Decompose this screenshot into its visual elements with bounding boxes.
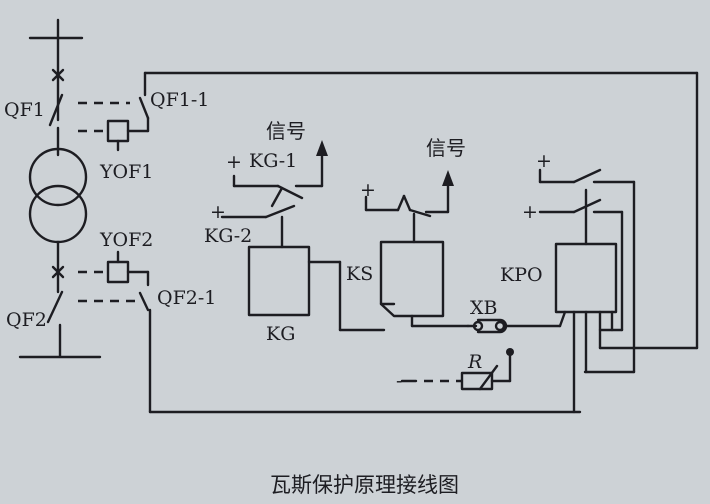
qf1-1-contact (126, 71, 699, 350)
label-ks: KS (346, 263, 373, 285)
label-qf1: QF1 (4, 99, 45, 121)
kpo-contact-1 (538, 168, 636, 374)
kpo-contact-2 (538, 188, 624, 332)
plus-kg-2: + (210, 201, 226, 223)
label-kg: KG (266, 323, 295, 345)
resistor-r (400, 348, 514, 391)
primary-circuit (18, 18, 102, 359)
label-yof2: YOF2 (99, 229, 153, 251)
transformer-winding-1 (28, 147, 88, 207)
label-kg-2: KG-2 (204, 225, 252, 247)
yof2-coil (106, 250, 130, 284)
qf2-breaker (46, 265, 65, 358)
label-xb: XB (470, 297, 498, 319)
minus-r: - (396, 370, 402, 392)
ks-signal-contact (364, 170, 454, 244)
kg-2-contact (220, 186, 296, 249)
transformer-winding-2 (28, 184, 88, 244)
label-yof1: YOF1 (99, 161, 153, 183)
diagram-caption: 瓦斯保护原理接线图 (270, 473, 459, 497)
signal-arrow-2 (442, 170, 454, 186)
kg-relay-box (247, 245, 311, 317)
ks-relay-box (379, 240, 445, 318)
label-kpo: KPO (500, 264, 543, 286)
label-qf2: QF2 (6, 309, 47, 331)
yof1-coil (106, 119, 130, 152)
qf2-1-contact (126, 270, 582, 414)
plus-kpo-1: + (536, 150, 552, 172)
qf1-breaker (48, 68, 65, 157)
plus-ks: + (360, 179, 376, 201)
label-kg-1: KG-1 (249, 150, 297, 172)
plus-kg-1: + (226, 151, 242, 173)
label-r: R (467, 351, 482, 373)
plus-kpo-2: + (522, 201, 538, 223)
label-qf1-1: QF1-1 (150, 89, 209, 111)
signal-arrow-1 (316, 140, 328, 156)
label-qf2-1: QF2-1 (157, 287, 216, 309)
kpo-wiring (572, 310, 699, 414)
kpo-relay-box (554, 242, 618, 314)
label-signal-1: 信号 (266, 119, 306, 143)
xb-link (466, 310, 567, 334)
label-signal-2: 信号 (426, 136, 466, 160)
